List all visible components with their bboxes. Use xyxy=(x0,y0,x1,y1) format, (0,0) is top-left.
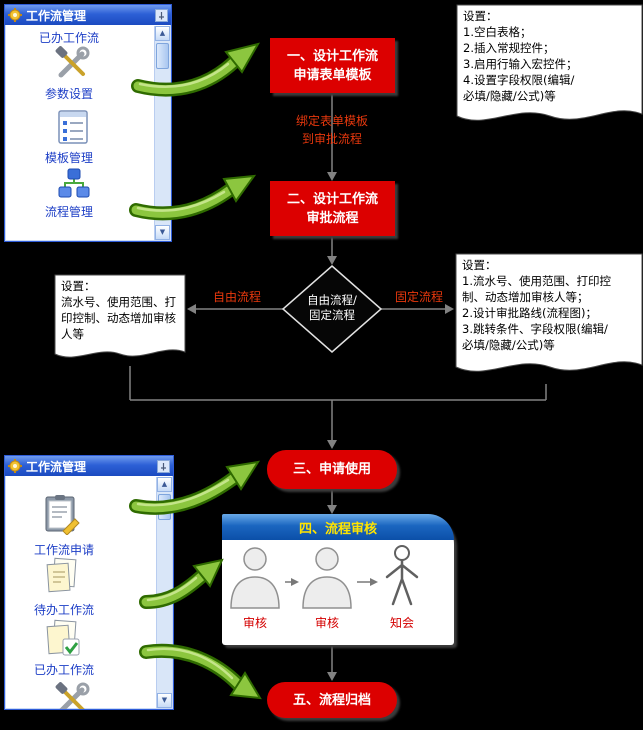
scroll-up-button[interactable]: ▲ xyxy=(157,477,172,492)
note-text: 设置： 1.流水号、使用范围、打印控 制、动态增加审核人等； 2.设计审批路线(… xyxy=(462,258,611,352)
form-icon[interactable] xyxy=(57,109,89,149)
panel-bottom-title: 工作流管理 xyxy=(26,459,87,474)
note-text: 设置： 流水号、使用范围、打 印控制、动态增加审核 人等 xyxy=(61,279,176,341)
note-shape xyxy=(456,4,643,121)
step5-box: 五、流程归档 xyxy=(267,682,397,718)
reviewer-person-icon xyxy=(299,546,355,614)
clipboard-icon[interactable] xyxy=(41,493,81,539)
pin-button[interactable] xyxy=(157,459,170,473)
bind-template-edge-label: 绑定表单模板 到审批流程 xyxy=(295,114,368,146)
notify-person-icon xyxy=(380,544,424,614)
sidebar-item-template-management[interactable]: 模板管理 xyxy=(44,151,93,165)
tools-icon[interactable] xyxy=(53,45,91,87)
step2-box: 二、设计工作流 审批流程 xyxy=(270,181,395,236)
sidebar-item-process-management[interactable]: 流程管理 xyxy=(44,205,93,219)
scroll-down-button[interactable]: ▼ xyxy=(155,225,170,240)
documents-icon[interactable] xyxy=(43,557,81,599)
workflow-panel-top: 工作流管理 已办工作流 参数设置 模板管理 xyxy=(4,4,172,242)
pin-button[interactable] xyxy=(155,8,168,22)
scroll-down-button[interactable]: ▼ xyxy=(157,693,172,708)
template-settings-note: 设置： 1.空白表格； 2.插入常规控件； 3.启用行输入宏控件； 4.设置字段… xyxy=(456,4,643,135)
flowchart-icon[interactable] xyxy=(57,167,91,203)
scrollbar-thumb[interactable] xyxy=(158,494,171,520)
sidebar-item-done-workflow[interactable]: 已办工作流 xyxy=(33,663,94,677)
decision-label: 自由流程/ 固定流程 xyxy=(307,293,357,322)
panel-bottom-titlebar[interactable]: 工作流管理 xyxy=(5,456,173,476)
scroll-up-button[interactable]: ▲ xyxy=(155,26,170,41)
step3-box: 三、申请使用 xyxy=(267,450,397,489)
sidebar-item-done-workflow-partial[interactable]: 已办工作流 xyxy=(38,31,99,45)
sidebar-item-workflow-apply[interactable]: 工作流申请 xyxy=(33,543,94,557)
role-label: 审核 xyxy=(314,616,339,630)
note-shape xyxy=(54,274,186,358)
role-label: 知会 xyxy=(389,616,414,630)
step4-review-box: 四、流程审核 审核 审核 知会 xyxy=(222,514,454,645)
sidebar-item-todo-workflow[interactable]: 待办工作流 xyxy=(33,603,94,617)
panel-top-titlebar[interactable]: 工作流管理 xyxy=(5,5,171,25)
free-flow-edge-label: 自由流程 xyxy=(212,290,261,304)
role-label: 审核 xyxy=(242,616,267,630)
reviewer-person-icon xyxy=(227,546,283,614)
sidebar-item-param-settings[interactable]: 参数设置 xyxy=(44,87,93,101)
note-shape xyxy=(455,253,643,372)
workflow-panel-bottom: 工作流管理 工作流申请 xyxy=(4,455,174,710)
note-text: 设置： 1.空白表格； 2.插入常规控件； 3.启用行输入宏控件； 4.设置字段… xyxy=(463,9,578,103)
panel-top-title: 工作流管理 xyxy=(26,8,87,23)
scrollbar[interactable]: ▲ ▼ xyxy=(156,477,172,708)
step4-header: 四、流程审核 xyxy=(222,514,454,540)
workflow-manager-gear-icon xyxy=(8,8,22,22)
documents-check-icon[interactable] xyxy=(43,619,81,661)
scrollbar[interactable]: ▲ ▼ xyxy=(154,26,170,240)
tools-icon-partial[interactable] xyxy=(53,681,91,709)
scrollbar-thumb[interactable] xyxy=(156,43,169,69)
step1-box: 一、设计工作流 申请表单模板 xyxy=(270,38,395,93)
workflow-manager-gear-icon xyxy=(8,459,22,473)
free-flow-settings-note: 设置： 流水号、使用范围、打 印控制、动态增加审核 人等 xyxy=(54,274,186,370)
fixed-flow-settings-note: 设置： 1.流水号、使用范围、打印控 制、动态增加审核人等； 2.设计审批路线(… xyxy=(455,253,643,387)
fixed-flow-edge-label: 固定流程 xyxy=(394,290,443,304)
